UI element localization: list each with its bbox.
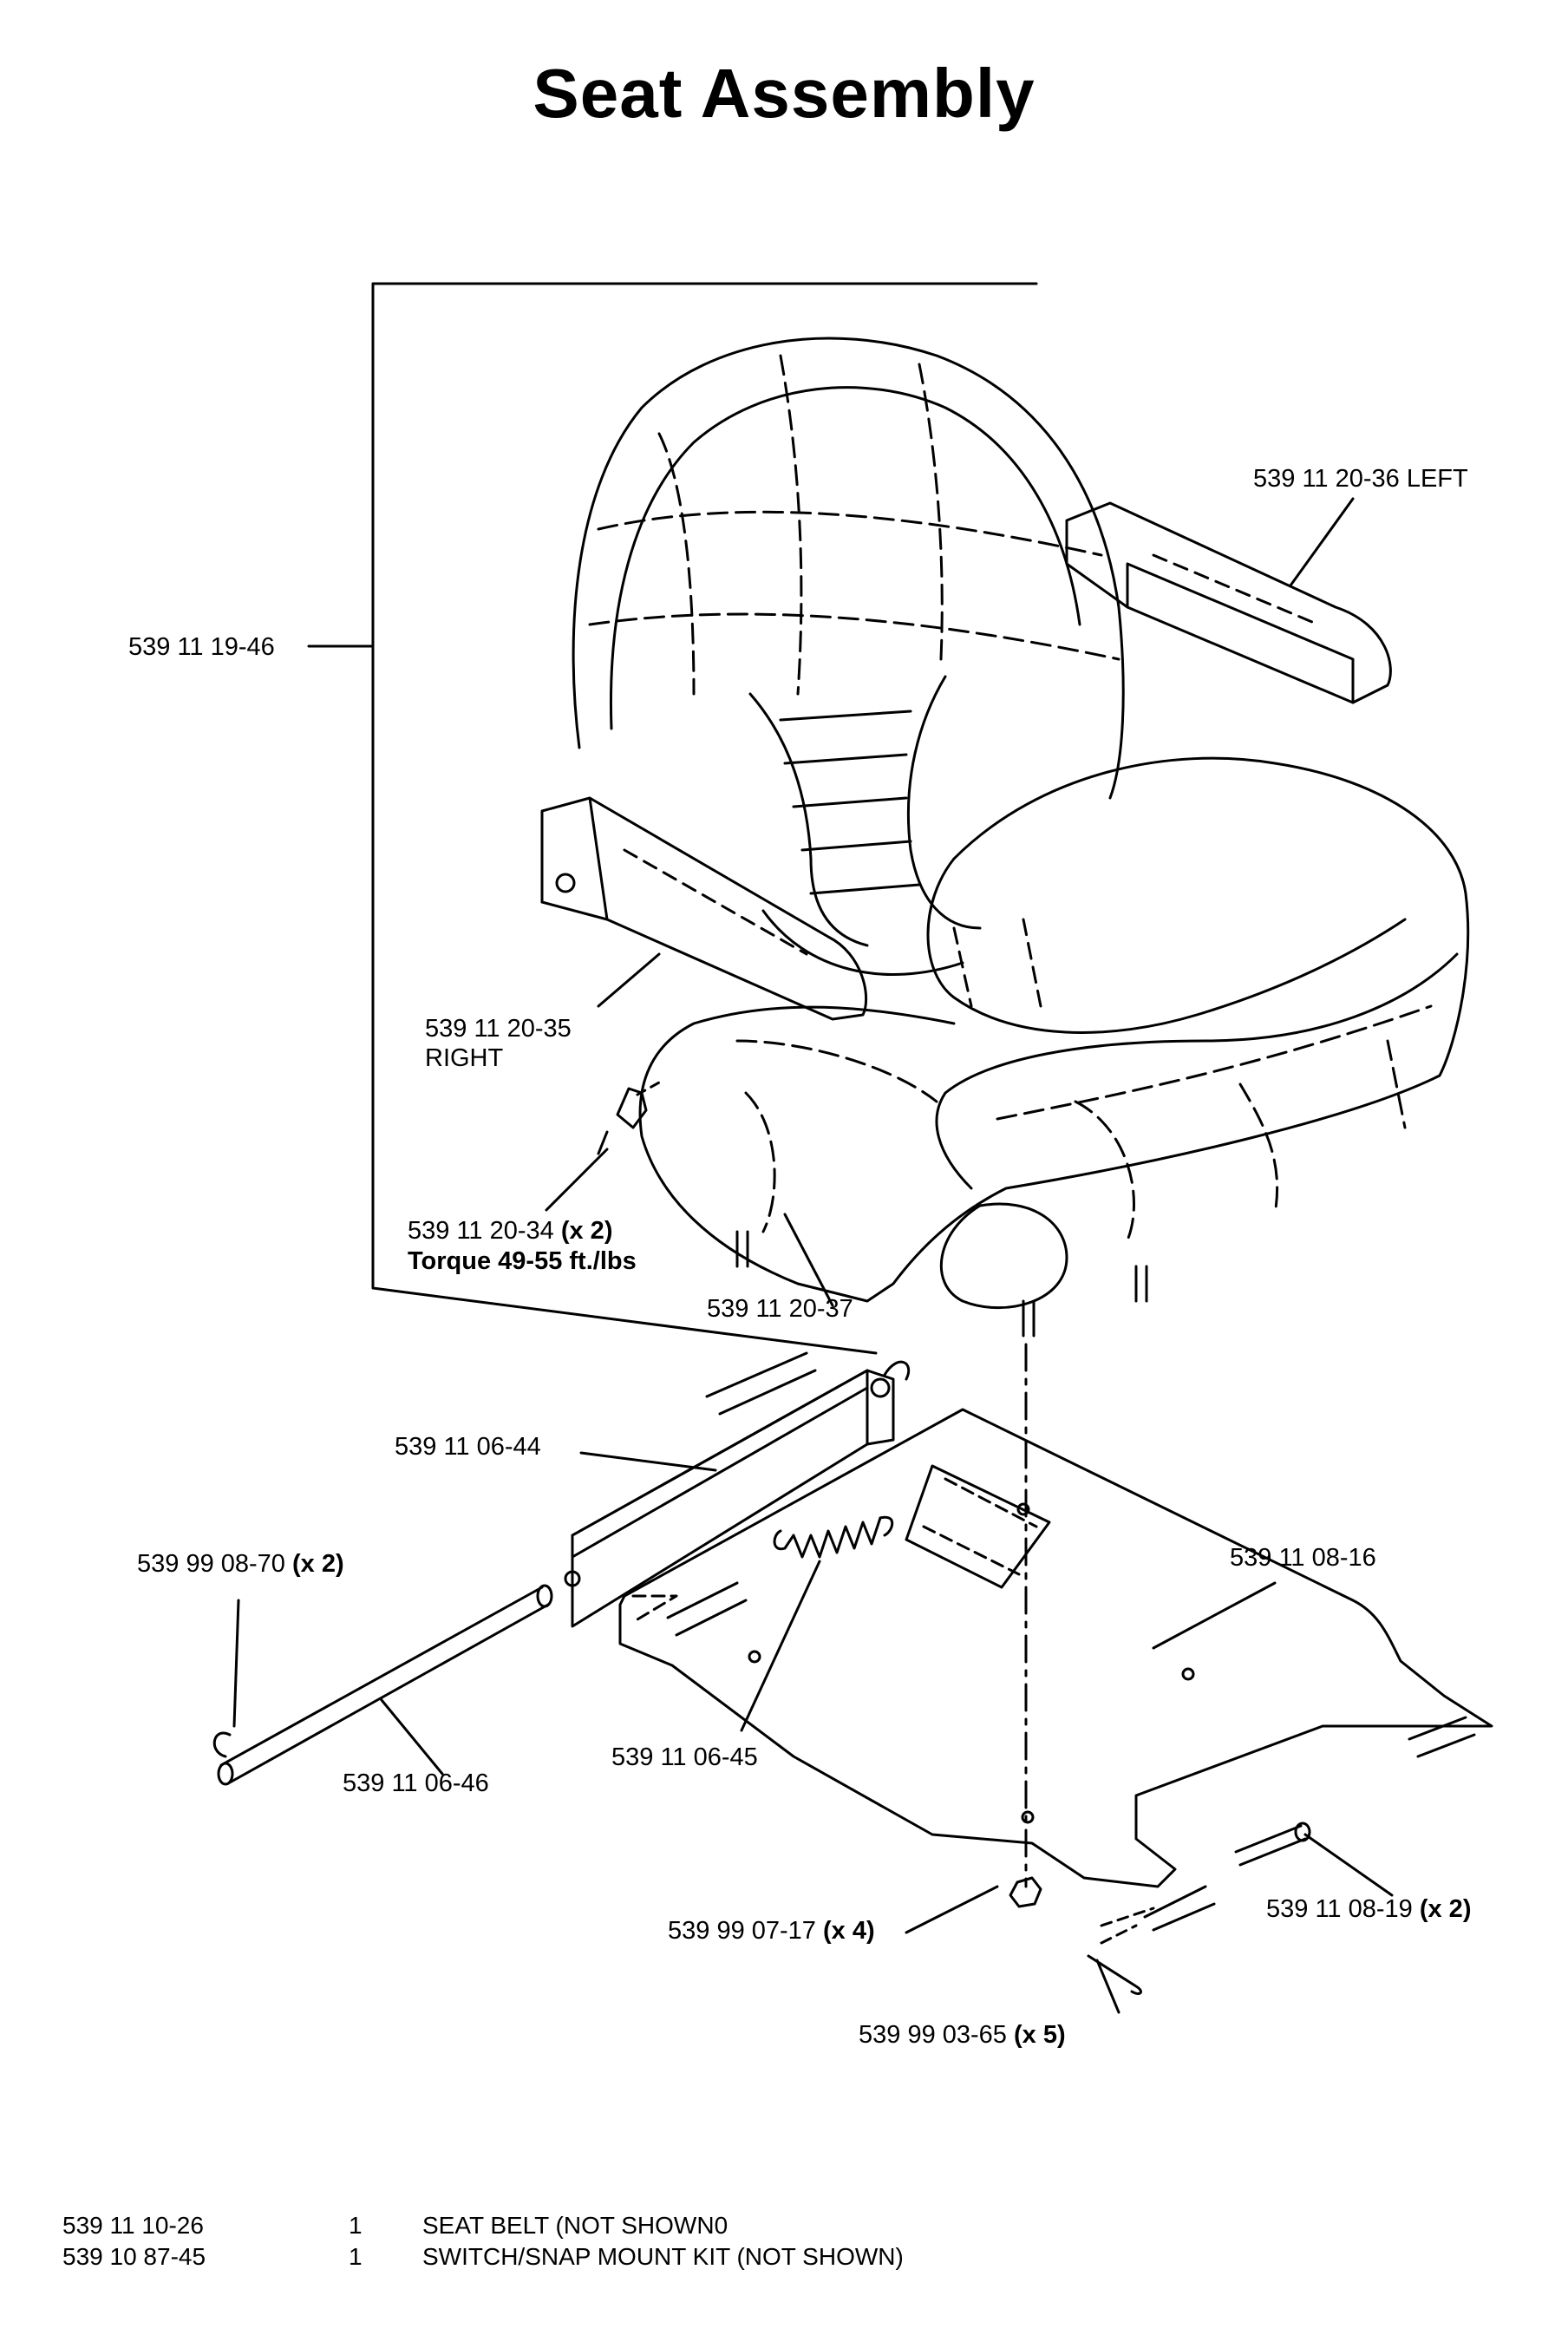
callout-armrest-right-side: RIGHT bbox=[425, 1044, 504, 1072]
part-number: 539 10 87-45 bbox=[62, 2243, 206, 2270]
nut-part bbox=[1009, 1876, 1042, 1908]
callout-plate: 539 11 08-16 bbox=[1230, 1544, 1376, 1572]
callout-nut-qty: (x 4) bbox=[823, 1917, 875, 1945]
callout-backrest: 539 11 19-46 bbox=[128, 633, 275, 661]
callout-bolt: 539 11 20-34 (x 2) bbox=[408, 1217, 612, 1245]
callout-rail: 539 11 06-44 bbox=[395, 1433, 541, 1461]
callout-cotter-qty: (x 5) bbox=[1014, 2021, 1066, 2049]
part-description: SWITCH/SNAP MOUNT KIT (NOT SHOWN) bbox=[422, 2243, 904, 2270]
callout-pin: 539 11 08-19 (x 2) bbox=[1266, 1895, 1471, 1923]
spring-part bbox=[773, 1515, 894, 1559]
callout-clip-qty: (x 2) bbox=[292, 1550, 344, 1578]
cotter-dashed bbox=[1100, 1907, 1155, 1945]
leader-nut bbox=[905, 1885, 999, 1934]
callout-bolt-torque: Torque 49-55 ft./lbs bbox=[408, 1247, 637, 1275]
callout-rod: 539 11 06-46 bbox=[343, 1769, 489, 1797]
parts-list-row: 539 10 87-45 1 SWITCH/SNAP MOUNT KIT (NO… bbox=[62, 2241, 904, 2273]
assembly-bracket bbox=[371, 282, 1038, 1355]
callout-pin-qty: (x 2) bbox=[1419, 1895, 1472, 1923]
leader-armrest-right bbox=[597, 952, 661, 1008]
leader-pin bbox=[1303, 1833, 1394, 1897]
plate-tubes bbox=[666, 1351, 1476, 1932]
leader-cushion bbox=[783, 1213, 834, 1307]
page-title: Seat Assembly bbox=[532, 55, 1036, 132]
rod-part bbox=[217, 1584, 553, 1786]
bolt-part bbox=[597, 1081, 661, 1155]
pin-part bbox=[1234, 1822, 1311, 1867]
callout-bolt-qty: (x 2) bbox=[560, 1217, 613, 1245]
callout-spring: 539 11 06-45 bbox=[611, 1743, 758, 1771]
leader-rod bbox=[380, 1698, 444, 1776]
callout-pin-number: 539 11 08-19 bbox=[1266, 1895, 1413, 1923]
clip-part bbox=[212, 1731, 232, 1758]
callout-nut: 539 99 07-17 (x 4) bbox=[668, 1917, 875, 1945]
plate-part bbox=[618, 1408, 1493, 1888]
parts-list-row: 539 11 10-26 1 SEAT BELT (NOT SHOWN0 bbox=[62, 2210, 904, 2241]
leader-cotter bbox=[1095, 1959, 1120, 2014]
leader-spring bbox=[740, 1560, 821, 1732]
seat-cushion bbox=[638, 756, 1470, 1338]
callout-bolt-number: 539 11 20-34 bbox=[408, 1217, 554, 1245]
part-qty: 1 bbox=[349, 2243, 363, 2270]
rail-part bbox=[564, 1360, 911, 1628]
callout-cotter-number: 539 99 03-65 bbox=[859, 2021, 1007, 2049]
seat-backrest bbox=[572, 337, 1125, 976]
leader-rail bbox=[579, 1451, 717, 1472]
callout-clip-number: 539 99 08-70 bbox=[137, 1550, 285, 1578]
cotter-part bbox=[1087, 1954, 1142, 1995]
callout-cotter: 539 99 03-65 (x 5) bbox=[859, 2021, 1066, 2049]
parts-list: 539 11 10-26 1 SEAT BELT (NOT SHOWN0 539… bbox=[62, 2210, 904, 2273]
callout-nut-number: 539 99 07-17 bbox=[668, 1917, 816, 1945]
armrest-left-part bbox=[1065, 501, 1392, 704]
part-number: 539 11 10-26 bbox=[62, 2212, 204, 2239]
callout-armrest-left: 539 11 20-36 LEFT bbox=[1253, 465, 1468, 493]
callout-cushion: 539 11 20-37 bbox=[707, 1295, 853, 1323]
part-description: SEAT BELT (NOT SHOWN0 bbox=[422, 2212, 728, 2239]
leader-clip bbox=[232, 1599, 240, 1728]
leader-plate bbox=[1152, 1581, 1277, 1650]
armrest-right-part bbox=[540, 796, 868, 1021]
leader-armrest-left bbox=[1289, 497, 1355, 587]
part-qty: 1 bbox=[349, 2212, 363, 2239]
leader-bolt bbox=[545, 1148, 609, 1212]
callout-armrest-right-number: 539 11 20-35 bbox=[425, 1015, 572, 1043]
callout-clip: 539 99 08-70 (x 2) bbox=[137, 1550, 344, 1578]
